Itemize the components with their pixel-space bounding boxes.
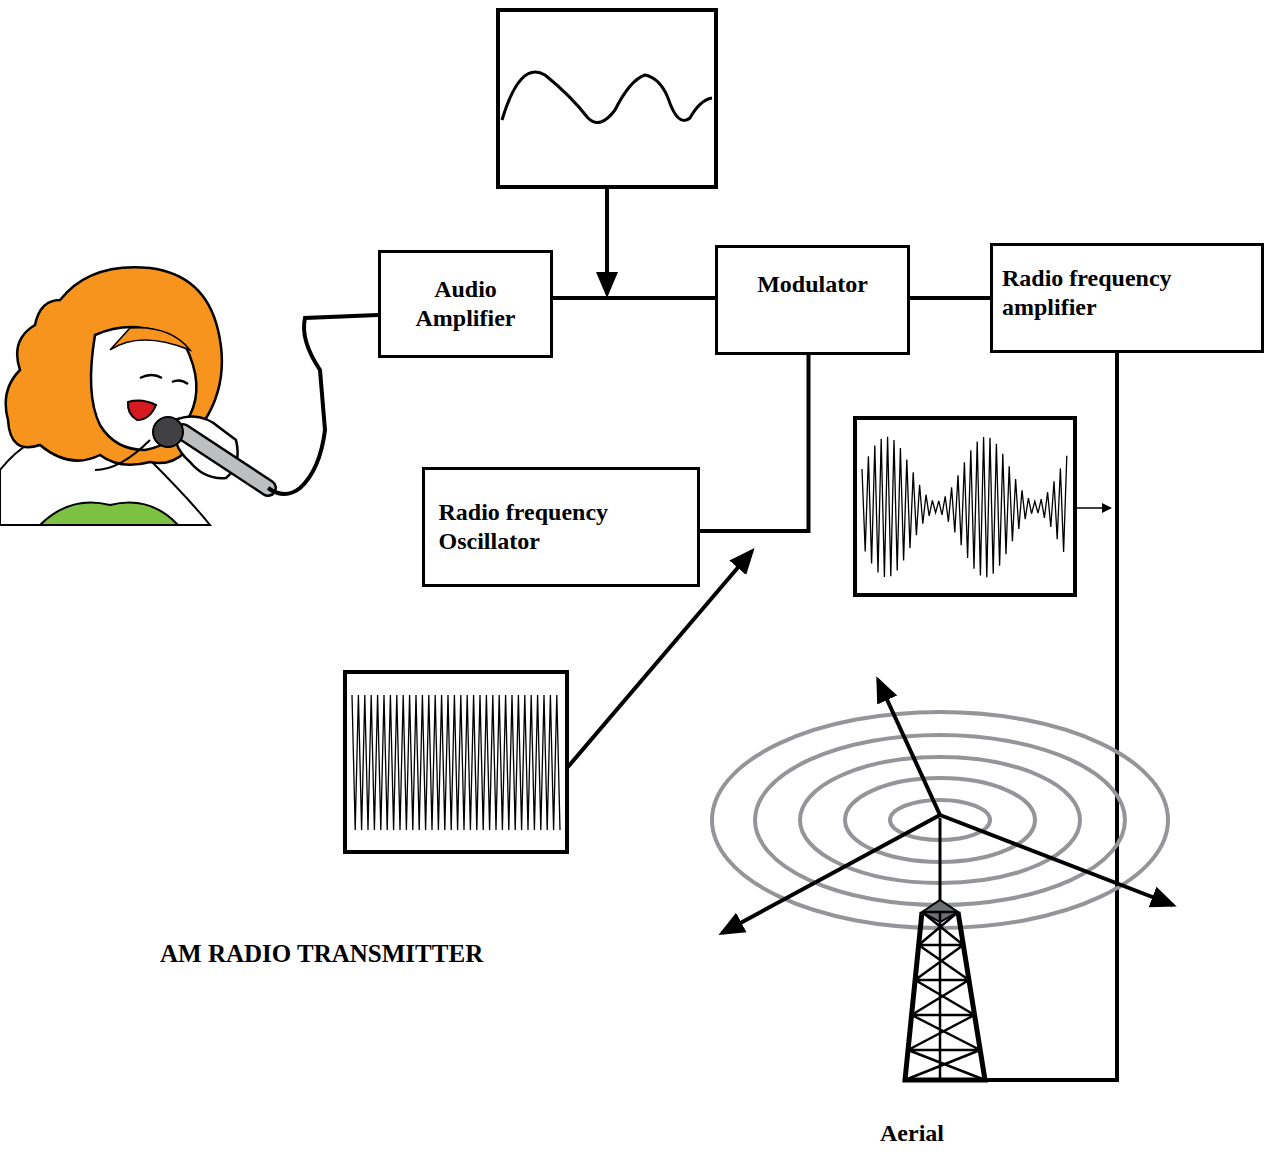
block-label: Radio frequency Oscillator — [439, 498, 684, 556]
block-box: Audio Amplifier — [378, 250, 553, 358]
singer-illustration — [0, 267, 378, 525]
signal-line — [910, 296, 990, 300]
block-box: Radio frequency amplifier — [990, 243, 1264, 353]
block-label: Radio frequency amplifier — [1002, 264, 1252, 322]
signal-line — [553, 296, 715, 300]
carrier-waveform-box — [345, 551, 752, 852]
aerial-tower — [722, 680, 1173, 1080]
modulated-waveform-box — [855, 418, 1110, 595]
block-box: Radio frequency Oscillator — [422, 467, 700, 587]
block-box: Modulator — [715, 245, 910, 355]
signal-line — [700, 355, 809, 531]
block-label: Modulator — [757, 270, 868, 299]
diagram-title: AM RADIO TRANSMITTER — [160, 940, 483, 968]
radio-waves — [712, 712, 1168, 928]
block-label: Audio Amplifier — [396, 275, 536, 333]
aerial-label: Aerial — [880, 1120, 944, 1147]
